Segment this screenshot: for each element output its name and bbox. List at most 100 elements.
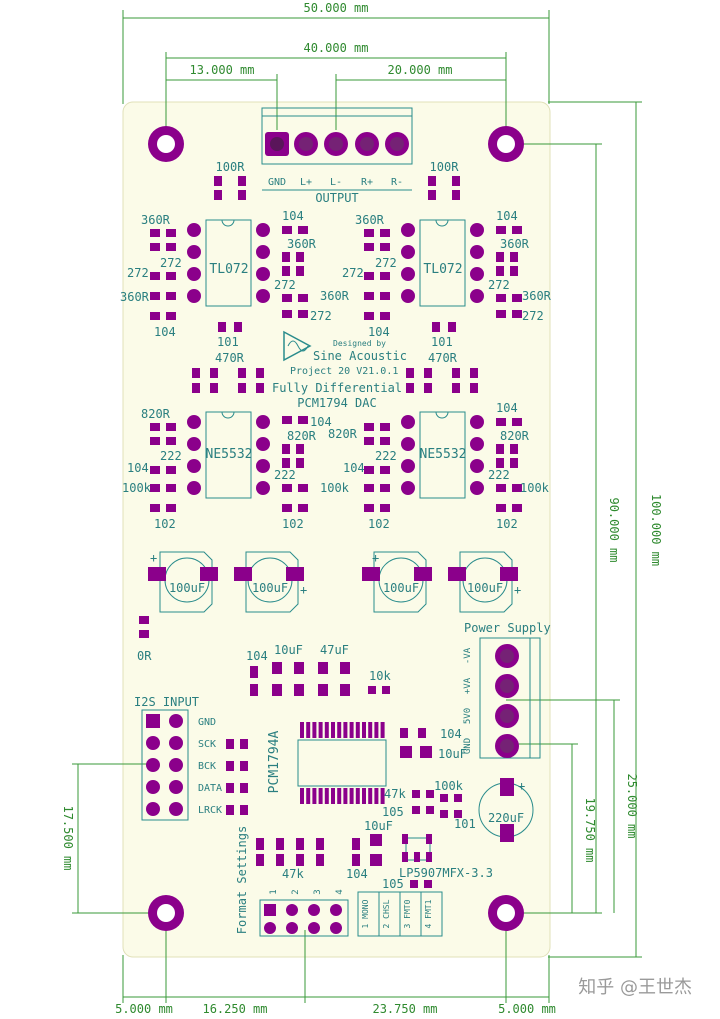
- format-option-mono: 1 MONO: [361, 899, 370, 928]
- format-settings: Format Settings 47k 1 2 3 4 1 MONO 2 CHS…: [235, 826, 443, 937]
- pcm-pin: [374, 722, 379, 738]
- label-272-d: 272: [310, 309, 332, 323]
- cap-100uf-3: 100uF: [383, 581, 419, 595]
- pcm-pin: [318, 722, 323, 738]
- tl072-left-block: 100R 360R 272 272 360R 104 TL072 104 360…: [120, 160, 350, 349]
- label-104-a: 104: [154, 325, 176, 339]
- cap-plus-1: +: [150, 551, 157, 565]
- dim-left-offset: 13.000 mm: [189, 63, 254, 77]
- label-100r-right: 100R: [430, 160, 460, 174]
- power-title: Power Supply: [464, 621, 551, 635]
- label-104-h: 104: [496, 401, 518, 415]
- label-272-a: 272: [127, 266, 149, 280]
- format-option-chsl: 2 CHSL: [382, 899, 391, 928]
- ne5532-left-block: 820R 222 104 100k 102 NE5532 104 820R 22…: [122, 407, 350, 531]
- format-title: Format Settings: [235, 826, 249, 934]
- label-360r-d: 360R: [320, 289, 350, 303]
- format-option-fmt0: 3 FMT0: [403, 899, 412, 928]
- label-104-f: 104: [310, 415, 332, 429]
- label-820r-d: 820R: [500, 429, 530, 443]
- pcm-pin: [368, 722, 373, 738]
- label-820r-a: 820R: [141, 407, 171, 421]
- format-num-4: 4: [335, 889, 345, 894]
- label-105-b: 105: [382, 877, 404, 891]
- power-pin-gnd: GND: [463, 738, 473, 754]
- label-104-d: 104: [496, 209, 518, 223]
- cap-100uf-1: 100uF: [169, 581, 205, 595]
- pcm-pin: [349, 722, 354, 738]
- cap-220uf-label: 220uF: [488, 811, 524, 825]
- label-360r-b: 360R: [120, 290, 150, 304]
- pcm1794a-chip: PCM1794A: [267, 722, 387, 804]
- dim-bottom-mid2: 23.750 mm: [372, 1002, 437, 1016]
- label-104-b: 104: [282, 209, 304, 223]
- power-pin-pos-va: +VA: [463, 677, 473, 694]
- dim-height-holes: 90.000 mm: [607, 497, 621, 562]
- format-num-3: 3: [313, 889, 323, 894]
- label-272-g: 272: [488, 278, 510, 292]
- pcm-pin: [331, 722, 335, 738]
- pcm-pin: [355, 722, 360, 738]
- pcm-pin: [368, 788, 373, 804]
- label-360r-g: 360R: [522, 289, 552, 303]
- cap-220uf-plus: +: [518, 779, 525, 793]
- pcm-pin: [300, 722, 304, 738]
- output-pin-rplus: R+: [361, 177, 373, 188]
- label-100k-c: 100k: [520, 481, 550, 495]
- output-pin-lminus: L-: [330, 177, 342, 188]
- logo-designed-by: Designed by: [333, 339, 386, 348]
- label-272-b: 272: [160, 256, 182, 270]
- tl072-right-block: 100R 360R 272 272 104 TL072 104 360R 272…: [342, 160, 552, 349]
- pcm-decoupling: 104 10uF 47k 100k 105 101: [382, 727, 476, 831]
- label-360r-e: 360R: [355, 213, 385, 227]
- label-102-d: 102: [496, 517, 518, 531]
- dim-width-holes: 40.000 mm: [303, 41, 368, 55]
- ic-tl072-left: TL072: [209, 262, 248, 277]
- pcm-pin: [331, 788, 335, 804]
- label-101-c: 101: [454, 817, 476, 831]
- dim-left-height: 17.500 mm: [61, 805, 75, 870]
- r0-block: 0R: [137, 616, 152, 663]
- label-272-c: 272: [274, 278, 296, 292]
- i2s-input-header: I2S INPUT GND SCK BCK DATA LRCK: [134, 695, 248, 821]
- cap-100uf-2: 100uF: [252, 581, 288, 595]
- pcm-pin: [380, 788, 385, 804]
- label-47uf-mid: 47uF: [320, 643, 349, 657]
- pcm-pin: [300, 788, 304, 804]
- label-102-c: 102: [368, 517, 390, 531]
- label-104-pcm: 104: [440, 727, 462, 741]
- pcm-pin: [355, 788, 360, 804]
- label-104-mid: 104: [246, 649, 268, 663]
- mounting-holes: [148, 126, 524, 931]
- format-num-2: 2: [291, 889, 301, 894]
- dim-pin-span: 20.000 mm: [387, 63, 452, 77]
- label-222-c: 222: [375, 449, 397, 463]
- dim-right-lower: 25.000 mm: [625, 773, 639, 838]
- watermark: 知乎 @王世杰: [578, 977, 692, 998]
- i2s-pin-lrck: LRCK: [198, 805, 222, 816]
- middle-caps: 104 10uF 47uF 10k: [246, 643, 391, 696]
- label-360r-f: 360R: [500, 237, 530, 251]
- pcm-pin: [324, 788, 329, 804]
- output-connector: GND L+ L- R+ R- OUTPUT: [261, 107, 413, 205]
- label-104-e: 104: [127, 461, 149, 475]
- logo-brand: Sine Acoustic: [313, 349, 407, 363]
- pcm-pin: [337, 788, 342, 804]
- dimension-lines: 50.000 mm 40.000 mm 13.000 mm 20.000 mm …: [61, 1, 663, 1016]
- label-104-ldo: 104: [346, 867, 368, 881]
- logo-line2: PCM1794 DAC: [297, 396, 376, 410]
- pcm-pin: [337, 722, 342, 738]
- dim-width-total: 50.000 mm: [303, 1, 368, 15]
- pcm-pin: [349, 788, 354, 804]
- pcm-pin: [312, 788, 317, 804]
- logo-block: Designed by Sine Acoustic Project 20 V21…: [272, 330, 407, 410]
- label-47k-a: 47k: [384, 787, 406, 801]
- r470-groups: 470R 470R: [192, 351, 478, 393]
- ic-tl072-right: TL072: [423, 262, 462, 277]
- ne5532-right-block: 820R 222 104 102 NE5532 104 820R 222 100…: [328, 401, 550, 531]
- electrolytic-caps: + 100uF + 100uF + 100uF + 100uF: [148, 551, 521, 613]
- label-470r-right: 470R: [428, 351, 458, 365]
- label-100k-d: 100k: [434, 779, 464, 793]
- format-option-fmt1: 4 FMT1: [424, 899, 433, 928]
- ic-ne5532-left: NE5532: [206, 447, 253, 462]
